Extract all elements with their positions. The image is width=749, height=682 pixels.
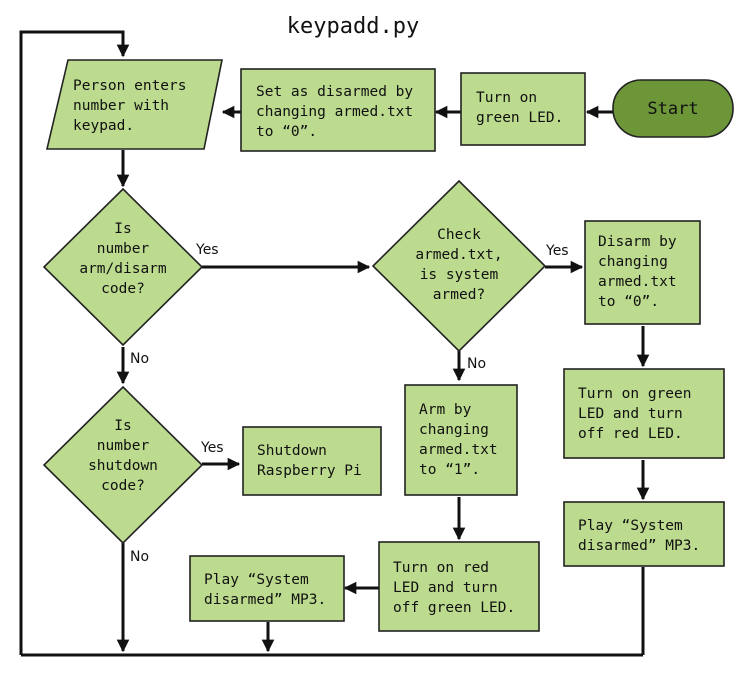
check-armed-label-line-3: is system bbox=[420, 267, 499, 283]
arm-change-label-line-3: armed.txt bbox=[419, 442, 498, 458]
arm-change-node: Arm by changing armed.txt to “1”. bbox=[404, 384, 518, 496]
disarm-change-label-line-1: Disarm by bbox=[598, 234, 677, 250]
set-disarmed-label-line-3: to “0”. bbox=[256, 124, 317, 140]
turn-on-red-off-green-label-line-1: Turn on red bbox=[393, 560, 489, 576]
edge-loop-back bbox=[19, 30, 130, 655]
play-disarmed-left-box bbox=[189, 555, 345, 622]
start-node: Start bbox=[612, 79, 734, 138]
play-disarmed-right-node: Play “System disarmed” MP3. bbox=[563, 501, 725, 567]
play-disarmed-left-label-line-1: Play “System bbox=[204, 572, 309, 588]
turn-on-green-off-red-box bbox=[563, 368, 725, 459]
play-disarmed-right-box bbox=[563, 501, 725, 567]
turn-on-green-label-line-1: Turn on bbox=[476, 90, 537, 106]
arm-code-label-line-3: arm/disarm bbox=[79, 261, 167, 277]
play-disarmed-right-label: Play “System disarmed” MP3. bbox=[578, 518, 700, 554]
arm-code-label-line-4: code? bbox=[101, 281, 145, 297]
start-label: Start bbox=[647, 99, 698, 119]
start-terminal bbox=[612, 79, 734, 138]
set-disarmed-label-line-1: Set as disarmed by bbox=[256, 84, 413, 100]
arm-yes-label: Yes bbox=[195, 242, 219, 258]
set-disarmed-box bbox=[240, 68, 436, 152]
connectors bbox=[19, 30, 650, 657]
play-disarmed-left-node: Play “System disarmed” MP3. bbox=[189, 555, 345, 622]
turn-on-green-label: Turn on green LED. bbox=[476, 90, 563, 126]
set-disarmed-node: Set as disarmed by changing armed.txt to “… bbox=[240, 68, 436, 152]
person-enters-label-line-2: number with bbox=[73, 98, 169, 114]
arm-code-diamond bbox=[42, 187, 204, 347]
person-enters-shape bbox=[45, 59, 223, 150]
shutdown-code-label-line-2: number bbox=[97, 438, 150, 454]
person-enters-node: Person enters number with keypad. bbox=[45, 59, 223, 150]
armed-no-label: No bbox=[467, 356, 486, 372]
person-enters-label-line-1: Person enters bbox=[73, 78, 187, 94]
disarm-change-node: Disarm by changing armed.txt to “0”. bbox=[584, 220, 701, 325]
turn-on-red-off-green-label-line-2: LED and turn bbox=[393, 580, 498, 596]
disarm-change-label-line-4: to “0”. bbox=[598, 294, 659, 310]
arm-change-box bbox=[404, 384, 518, 496]
turn-on-green-off-red-label-line-2: LED and turn bbox=[578, 406, 683, 422]
check-armed-label-line-1: Check bbox=[437, 227, 481, 243]
person-enters-label-line-3: keypad. bbox=[73, 118, 134, 134]
turn-on-green-off-red-label-line-3: off red LED. bbox=[578, 426, 683, 442]
turn-on-red-off-green-box bbox=[378, 541, 540, 632]
shutdown-code-label-line-4: code? bbox=[101, 478, 145, 494]
arm-change-label-line-4: to “1”. bbox=[419, 462, 480, 478]
disarm-change-label-line-3: armed.txt bbox=[598, 274, 677, 290]
check-armed-diamond bbox=[371, 179, 547, 353]
arm-code-label-line-1: Is bbox=[114, 221, 131, 237]
armed-yes-label: Yes bbox=[545, 243, 569, 259]
shutdown-yes-label: Yes bbox=[200, 440, 224, 456]
play-disarmed-left-label: Play “System disarmed” MP3. bbox=[204, 572, 326, 608]
shutdown-code-label: Is number shutdown code? bbox=[88, 418, 158, 494]
arm-code-label: Is number arm/disarm code? bbox=[79, 221, 167, 297]
arm-code-decision: Is number arm/disarm code? bbox=[42, 187, 204, 347]
turn-on-green-off-red-label-line-1: Turn on green bbox=[578, 386, 692, 402]
arm-change-label-line-1: Arm by bbox=[419, 402, 472, 418]
arm-no-label: No bbox=[130, 351, 149, 367]
arm-change-label-line-2: changing bbox=[419, 422, 489, 438]
shutdown-code-label-line-3: shutdown bbox=[88, 458, 158, 474]
shutdown-code-diamond bbox=[42, 385, 204, 545]
turn-on-green-node: Turn on green LED. bbox=[460, 72, 586, 146]
turn-on-green-box bbox=[460, 72, 586, 146]
play-disarmed-left-label-line-2: disarmed” MP3. bbox=[204, 592, 326, 608]
disarm-change-label: Disarm by changing armed.txt to “0”. bbox=[598, 234, 677, 310]
shutdown-no-label: No bbox=[130, 549, 149, 565]
shutdown-pi-label-line-2: Raspberry Pi bbox=[257, 463, 362, 479]
arm-code-label-line-2: number bbox=[97, 241, 150, 257]
diagram-title: keypadd.py bbox=[287, 14, 419, 39]
shutdown-code-decision: Is number shutdown code? bbox=[42, 385, 204, 545]
play-disarmed-right-label-line-2: disarmed” MP3. bbox=[578, 538, 700, 554]
disarm-change-label-line-2: changing bbox=[598, 254, 668, 270]
set-disarmed-label: Set as disarmed by changing armed.txt to “… bbox=[256, 84, 413, 140]
turn-on-red-off-green-label-line-3: off green LED. bbox=[393, 600, 515, 616]
check-armed-label: Check armed.txt, is system armed? bbox=[415, 227, 502, 303]
check-armed-label-line-4: armed? bbox=[433, 287, 485, 303]
shutdown-pi-box bbox=[242, 426, 382, 496]
disarm-change-box bbox=[584, 220, 701, 325]
arm-change-label: Arm by changing armed.txt to “1”. bbox=[419, 402, 498, 478]
check-armed-label-line-2: armed.txt, bbox=[415, 247, 502, 263]
play-disarmed-right-label-line-1: Play “System bbox=[578, 518, 683, 534]
check-armed-decision: Check armed.txt, is system armed? bbox=[371, 179, 547, 353]
shutdown-code-label-line-1: Is bbox=[114, 418, 131, 434]
person-enters-label: Person enters number with keypad. bbox=[73, 78, 187, 134]
set-disarmed-label-line-2: changing armed.txt bbox=[256, 104, 413, 120]
start-label-line-1: Start bbox=[647, 99, 698, 119]
turn-on-green-label-line-2: green LED. bbox=[476, 110, 563, 126]
shutdown-pi-label-line-1: Shutdown bbox=[257, 443, 327, 459]
